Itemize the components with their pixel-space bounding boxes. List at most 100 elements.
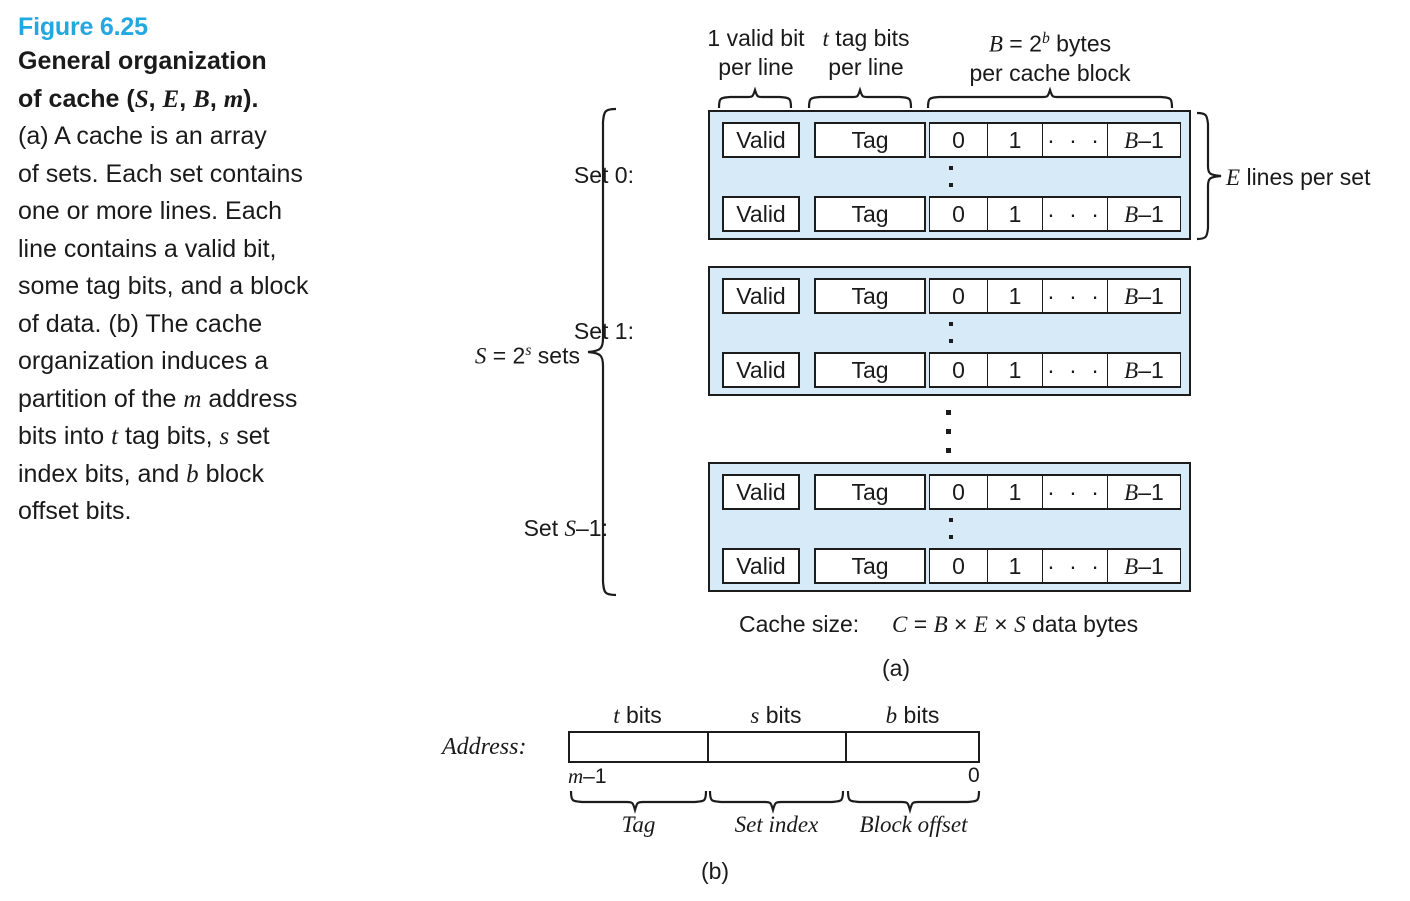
caption-line-10: index bits, and b block [18, 459, 264, 488]
segment-header-s-bits: s bits [750, 702, 802, 728]
caption-line-4: line contains a valid bit, [18, 234, 277, 263]
segment-footer-tag: Tag [621, 812, 656, 837]
segment-footer-set-index: Set index [734, 812, 819, 837]
data-cell-b-minus-1: B–1 [1107, 474, 1181, 510]
caption-line-7: organization induces a [18, 347, 269, 375]
tag-cell: Tag [814, 122, 926, 158]
data-cell-1: 1 [987, 548, 1043, 584]
tag-cell: Tag [814, 548, 926, 584]
set-block-1: Valid Tag 0 1 · · · B–1 Valid Tag 0 1 · … [708, 266, 1191, 396]
panel-a-label: (a) [881, 655, 911, 681]
data-cell-1: 1 [987, 474, 1043, 510]
address-divider-1 [707, 733, 709, 761]
data-block: 0 1 · · · B–1 [929, 352, 1181, 388]
valid-bit-cell: Valid [722, 278, 800, 314]
segment-footer-block-offset: Block offset [859, 812, 968, 837]
caption-title: General organization [18, 47, 267, 75]
data-cell-1: 1 [987, 196, 1043, 232]
data-cell-ellipsis: · · · [1042, 474, 1108, 510]
caption-title-params: (S, E, B, m). [126, 84, 259, 113]
brace-block-bytes [926, 86, 1174, 109]
data-block: 0 1 · · · B–1 [929, 548, 1181, 584]
figure-caption: Figure 6.25 General organization of cach… [18, 12, 398, 531]
set-block-s-1: Valid Tag 0 1 · · · B–1 Valid Tag 0 1 · … [708, 462, 1191, 592]
header-tag-bits: t tag bits per line [804, 24, 928, 82]
lines-per-set-label: E lines per set [1226, 164, 1371, 190]
caption-title-cont: of cache [18, 84, 120, 113]
set-block-0: Valid Tag 0 1 · · · B–1 Valid Tag 0 1 · … [708, 110, 1191, 240]
set-label-s-1: Set S–1: [523, 515, 608, 541]
header-block-bytes: B = 2b bytes per cache block [928, 24, 1172, 88]
data-cell-ellipsis: · · · [1042, 352, 1108, 388]
cache-line: Valid Tag 0 1 · · · B–1 [710, 278, 1189, 314]
figure-number: Figure 6.25 [18, 13, 148, 41]
data-block: 0 1 · · · B–1 [929, 196, 1181, 232]
cache-size-label: Cache size: [739, 611, 860, 637]
address-bar [568, 731, 980, 763]
cache-line: Valid Tag 0 1 · · · B–1 [710, 474, 1189, 510]
address-high-bit-label: m–1 [568, 764, 607, 788]
cache-line: Valid Tag 0 1 · · · B–1 [710, 548, 1189, 584]
data-cell-ellipsis: · · · [1042, 122, 1108, 158]
brace-set-index-field [708, 790, 845, 815]
brace-tag-field [569, 790, 708, 815]
caption-line-8: partition of the m address [18, 384, 298, 413]
data-cell-0: 0 [929, 548, 988, 584]
sets-brace-label: S = 2s sets [474, 342, 580, 369]
header-valid-bit-line1: 1 valid bit [707, 25, 805, 51]
caption-line-6: of data. (b) The cache [18, 309, 263, 338]
data-cell-b-minus-1: B–1 [1107, 548, 1181, 584]
data-cell-1: 1 [987, 278, 1043, 314]
caption-line-9: bits into t tag bits, s set [18, 422, 270, 450]
sets-ellipsis [944, 410, 952, 467]
figure-caption-text: General organization of cache (S, E, B, … [18, 43, 398, 531]
valid-bit-cell: Valid [722, 352, 800, 388]
data-cell-0: 0 [929, 196, 988, 232]
set-label-1: Set 1: [573, 318, 634, 344]
data-cell-0: 0 [929, 278, 988, 314]
header-block-bytes-line1: B = 2b bytes [988, 30, 1112, 57]
brace-block-offset-field [846, 790, 981, 815]
brace-valid-bit [717, 86, 793, 109]
caption-line-2: of sets. Each set contains [18, 159, 303, 188]
brace-lines-per-set [1196, 111, 1222, 241]
header-tag-bits-line1: t tag bits [822, 25, 910, 51]
tag-cell: Tag [814, 474, 926, 510]
data-cell-1: 1 [987, 352, 1043, 388]
data-cell-b-minus-1: B–1 [1107, 196, 1181, 232]
valid-bit-cell: Valid [722, 474, 800, 510]
address-divider-2 [845, 733, 847, 761]
data-cell-ellipsis: · · · [1042, 196, 1108, 232]
data-cell-b-minus-1: B–1 [1107, 352, 1181, 388]
header-valid-bit-line2: per line [718, 54, 794, 80]
data-cell-0: 0 [929, 474, 988, 510]
brace-tag-bits [807, 86, 913, 109]
data-cell-b-minus-1: B–1 [1107, 278, 1181, 314]
data-cell-ellipsis: · · · [1042, 548, 1108, 584]
data-cell-0: 0 [929, 122, 988, 158]
header-tag-bits-line2: per line [828, 54, 904, 80]
data-block: 0 1 · · · B–1 [929, 278, 1181, 314]
cache-size-formula: C = B × E × S data bytes [892, 611, 1139, 637]
brace-sets [587, 107, 617, 597]
cache-line: Valid Tag 0 1 · · · B–1 [710, 122, 1189, 158]
valid-bit-cell: Valid [722, 196, 800, 232]
caption-line-3: one or more lines. Each [18, 197, 283, 225]
header-valid-bit: 1 valid bit per line [700, 24, 812, 82]
data-cell-ellipsis: · · · [1042, 278, 1108, 314]
address-low-bit-label: 0 [968, 764, 980, 787]
caption-line-11: offset bits. [18, 497, 132, 525]
set-label-0: Set 0: [573, 162, 634, 188]
tag-cell: Tag [814, 196, 926, 232]
caption-line-5: some tag bits, and a block [18, 272, 309, 300]
segment-header-t-bits: t bits [613, 702, 662, 728]
address-label: Address: [442, 734, 527, 760]
header-block-bytes-line2: per cache block [969, 59, 1131, 86]
data-block: 0 1 · · · B–1 [929, 122, 1181, 158]
cache-line: Valid Tag 0 1 · · · B–1 [710, 196, 1189, 232]
tag-cell: Tag [814, 278, 926, 314]
panel-b-label: (b) [700, 858, 730, 884]
data-cell-b-minus-1: B–1 [1107, 122, 1181, 158]
valid-bit-cell: Valid [722, 122, 800, 158]
data-cell-1: 1 [987, 122, 1043, 158]
